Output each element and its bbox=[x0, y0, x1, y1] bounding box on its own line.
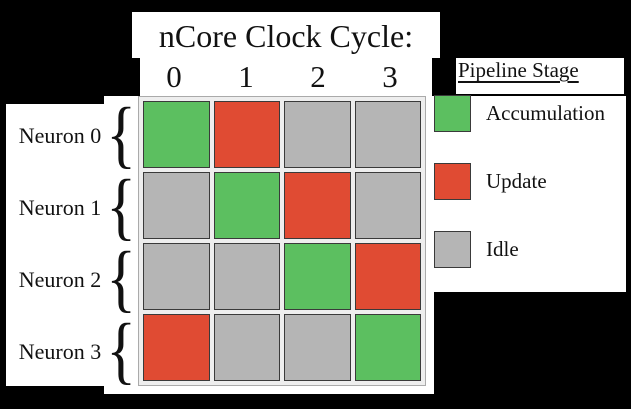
legend-label-update: Update bbox=[486, 168, 547, 193]
brace-icon: { bbox=[106, 309, 136, 393]
grid-cell-r0-c3[interactable] bbox=[354, 101, 421, 168]
backing-plate-title bbox=[132, 12, 440, 58]
column-header-row: 0 1 2 3 bbox=[138, 58, 426, 96]
row-label-neuron-0: Neuron 0 { bbox=[6, 93, 138, 177]
column-label-3: 3 bbox=[382, 59, 398, 94]
row-label-text: Neuron 0 bbox=[18, 123, 102, 148]
grid-cell-r1-c1[interactable] bbox=[213, 172, 280, 239]
grid-cell-r0-c2[interactable] bbox=[284, 101, 351, 168]
column-label-0: 0 bbox=[166, 59, 182, 94]
row-label-neuron-1: Neuron 1 { bbox=[6, 165, 138, 249]
backing-plate-legend-title bbox=[456, 58, 624, 94]
legend-swatch-idle bbox=[434, 230, 471, 268]
row-label-neuron-3: Neuron 3 { bbox=[6, 309, 138, 393]
legend-label-accumulation: Accumulation bbox=[486, 100, 605, 125]
row-label-text: Neuron 1 bbox=[18, 195, 102, 220]
grid-cell-r1-c2[interactable] bbox=[284, 172, 351, 239]
grid-cell-r3-c3[interactable] bbox=[354, 314, 421, 381]
legend-swatch-accumulation bbox=[434, 94, 471, 132]
legend-item-update: Update bbox=[434, 162, 624, 200]
grid-cell-r3-c1[interactable] bbox=[213, 314, 280, 381]
legend-swatch-update bbox=[434, 162, 471, 200]
column-label-2: 2 bbox=[310, 59, 326, 94]
grid-cell-r1-c0[interactable] bbox=[143, 172, 210, 239]
backing-plate-rows bbox=[6, 104, 138, 386]
legend-title: Pipeline Stage bbox=[458, 58, 579, 82]
pipeline-schedule-grid bbox=[138, 96, 426, 386]
column-label-1: 1 bbox=[238, 59, 254, 94]
brace-icon: { bbox=[106, 165, 136, 249]
grid-cell-r3-c2[interactable] bbox=[284, 314, 351, 381]
backing-plate-columns bbox=[140, 58, 432, 98]
brace-icon: { bbox=[106, 93, 136, 177]
grid-cell-r0-c0[interactable] bbox=[143, 101, 210, 168]
grid-cell-r0-c1[interactable] bbox=[213, 101, 280, 168]
grid-cell-r1-c3[interactable] bbox=[354, 172, 421, 239]
grid-cell-r2-c0[interactable] bbox=[143, 243, 210, 310]
legend: Pipeline Stage Accumulation Update Idle bbox=[434, 58, 624, 298]
legend-item-accumulation: Accumulation bbox=[434, 94, 624, 132]
row-label-neuron-2: Neuron 2 { bbox=[6, 237, 138, 321]
grid-cell-r2-c2[interactable] bbox=[284, 243, 351, 310]
figure-title: nCore Clock Cycle: bbox=[158, 18, 414, 54]
legend-item-idle: Idle bbox=[434, 230, 624, 268]
row-label-text: Neuron 2 bbox=[18, 267, 102, 292]
row-label-text: Neuron 3 bbox=[18, 339, 102, 364]
legend-label-idle: Idle bbox=[486, 236, 519, 261]
grid-cell-r2-c1[interactable] bbox=[213, 243, 280, 310]
grid-cell-r3-c0[interactable] bbox=[143, 314, 210, 381]
brace-icon: { bbox=[106, 237, 136, 321]
grid-cell-r2-c3[interactable] bbox=[354, 243, 421, 310]
